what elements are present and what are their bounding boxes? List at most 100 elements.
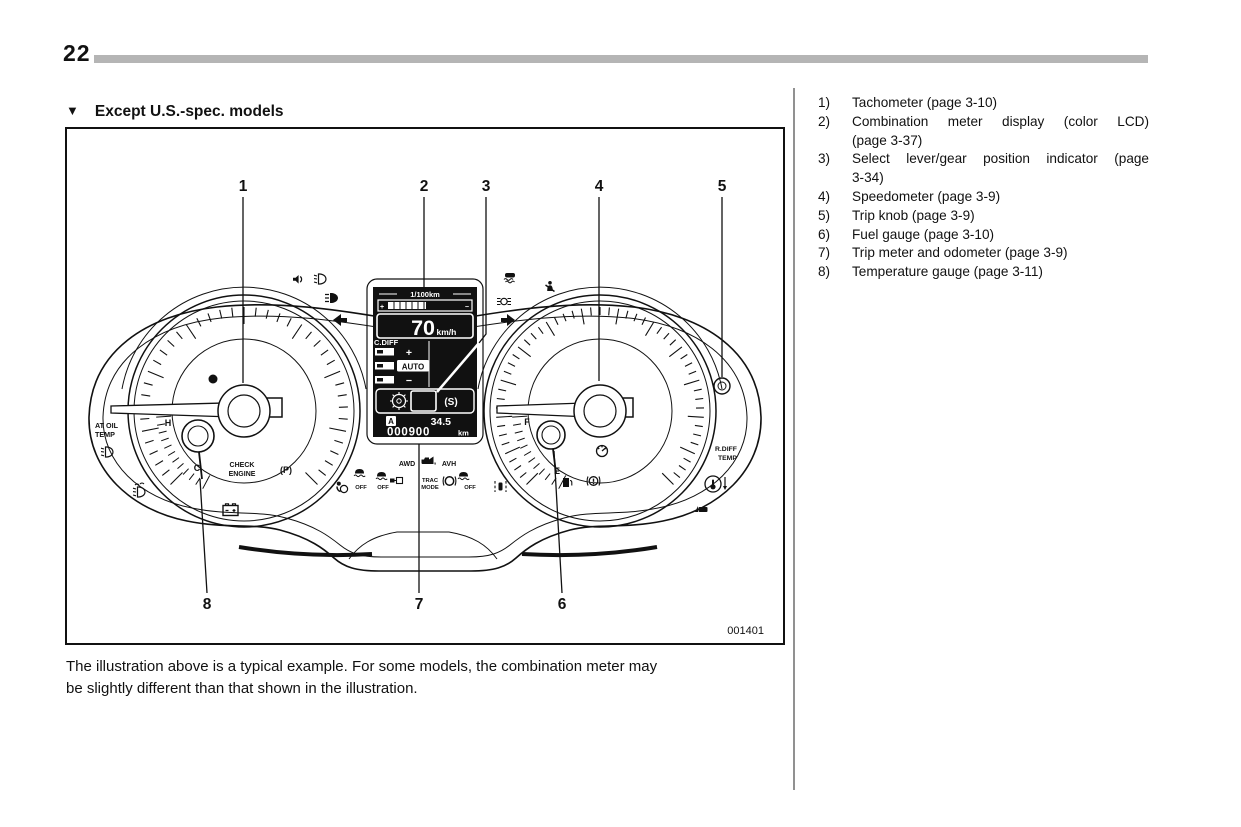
callout-6: 6 [558, 596, 567, 613]
legend-item-label: Fuel gauge (page 3-10) [852, 226, 995, 242]
vdc-off-switch-icon [442, 476, 457, 486]
cluster-illustration: H C CHECK ENGINE (P) [88, 178, 764, 637]
tachometer-ticks [140, 307, 348, 485]
center-diff-bars [375, 348, 394, 384]
figure-caption: The illustration above is a typical exam… [66, 656, 796, 699]
column-divider [793, 88, 795, 790]
legend-item-number: 6) [818, 226, 831, 242]
header-rule [94, 55, 1148, 63]
caption-line: The illustration above is a typical exam… [66, 658, 658, 675]
tachometer-gauge: H C CHECK ENGINE (P) [110, 294, 361, 528]
legend-list: 1) Tachometer (page 3-10) 2) Combination… [818, 94, 1149, 282]
legend-item: 7) Trip meter and odometer (page 3-9) [818, 244, 1149, 263]
legend-item-label: Trip meter and odometer (page 3-9) [852, 245, 1068, 261]
cdiff-plus-label: + [406, 347, 412, 359]
legend-item-label: Speedometer (page 3-9) [852, 188, 1001, 204]
gear-position-indicator: (S) [444, 397, 457, 408]
high-beam-icon [325, 293, 338, 303]
consumption-minus-label: − [465, 304, 469, 311]
top-indicator-row [293, 273, 555, 326]
trip-meter-label: A [388, 417, 394, 426]
rear-fog-light-icon [100, 446, 114, 458]
cdiff-auto-label: AUTO [402, 363, 425, 372]
instrument-cluster-figure: H C CHECK ENGINE (P) [65, 127, 785, 645]
consumption-plus-label: + [380, 304, 384, 311]
legend-item-number: 8) [818, 264, 831, 280]
legend-item: 2) Combination meter display (color LCD)… [818, 113, 1149, 151]
callout-7: 7 [415, 596, 424, 613]
figure-code: 001401 [727, 625, 764, 637]
legend-item-label-cont: (page 3-37) [852, 132, 923, 148]
rdiff-temp-label-line1: R.DIFF [715, 446, 737, 453]
odometer-unit: km [458, 429, 469, 438]
page-number: 22 [63, 40, 91, 66]
legend-item: 5) Trip knob (page 3-9) [818, 207, 1149, 226]
section-heading: ▼ Except U.S.-spec. models [66, 103, 284, 121]
callout-4: 4 [595, 178, 604, 195]
center-diff-lock-icon [390, 392, 408, 410]
awd-label: AWD [399, 461, 415, 468]
legend-item-number: 1) [818, 95, 831, 110]
headlight-washer-icon [132, 482, 146, 498]
legend-item-label: Tachometer (page 3-10) [852, 95, 998, 110]
caption-line: be slightly different than that shown in… [66, 679, 418, 697]
section-marker-icon: ▼ [66, 103, 79, 118]
left-warning-area: AT OIL TEMP [95, 421, 146, 498]
turn-left-icon [333, 314, 347, 326]
legend-item-number: 2) [818, 113, 831, 129]
turn-right-icon [501, 314, 515, 326]
callout-3: 3 [482, 178, 491, 195]
diff-temp-warning-icon [704, 475, 727, 493]
legend-item-label: Select lever/gear position indicator (pa… [852, 151, 1149, 167]
fuel-empty-label: E [554, 466, 560, 476]
cruise-control-icon [595, 444, 609, 458]
bottom-indicator-row: OFF OFF AWD AVH TRAC MODE [336, 456, 507, 494]
callout-8: 8 [203, 596, 212, 613]
stability-off-label: OFF [464, 485, 476, 491]
temp-high-label: H [165, 418, 172, 428]
parking-brake-icon: (P) [280, 465, 292, 475]
vehicle-speed-unit: km/h [437, 327, 457, 337]
vdc-off-label: OFF [355, 485, 367, 491]
lane-departure-icon [494, 481, 507, 492]
callout-1: 1 [239, 178, 248, 195]
fuel-full-label: F [524, 417, 530, 427]
legend-item: 4) Speedometer (page 3-9) [818, 188, 1149, 207]
legend-item-label-cont: 3-34) [852, 170, 884, 186]
trip-meter-value: 34.5 [431, 416, 452, 428]
door-open-icon [695, 506, 708, 512]
fuel-pump-icon [563, 478, 573, 487]
temp-low-label: C [194, 463, 201, 473]
trailer-stability-icon [390, 476, 404, 485]
check-engine-label-line1: CHECK [230, 462, 255, 469]
legend-item-label: Trip knob (page 3-9) [852, 207, 975, 223]
section-title: Except U.S.-spec. models [94, 103, 284, 120]
cdiff-minus-label: − [406, 375, 412, 387]
battery-icon [222, 503, 239, 517]
temperature-gauge-knob [181, 419, 215, 480]
legend-item-label: Combination meter display (color LCD) [852, 113, 1149, 129]
airbag-warning-icon [336, 481, 349, 494]
oil-pressure-icon [421, 456, 436, 465]
consumption-bar [388, 302, 426, 309]
traction-off-icon [375, 472, 388, 481]
cdiff-auto-pill [397, 360, 429, 372]
legend-item-number: 7) [818, 245, 831, 261]
vdc-off-icon [353, 469, 366, 478]
legend-item-number: 5) [818, 207, 831, 223]
avh-label: AVH [442, 461, 456, 468]
vehicle-speed-value: 70 [411, 316, 435, 340]
tachometer-needle [110, 384, 283, 438]
speedometer-gauge: F E [483, 294, 717, 528]
callout-5: 5 [718, 178, 727, 195]
callouts: 1 2 3 4 5 6 7 8 [199, 178, 727, 613]
trac-mode-label-line2: MODE [421, 485, 439, 491]
callout-2: 2 [420, 178, 429, 195]
at-oil-temp-label-line2: TEMP [95, 430, 115, 439]
front-fog-light-icon [313, 273, 327, 285]
fuel-gauge-knob [536, 420, 566, 474]
speedometer-ticks [495, 307, 705, 485]
vdc-indicator-icon [503, 273, 515, 284]
warning-lamp-dot [208, 374, 218, 384]
